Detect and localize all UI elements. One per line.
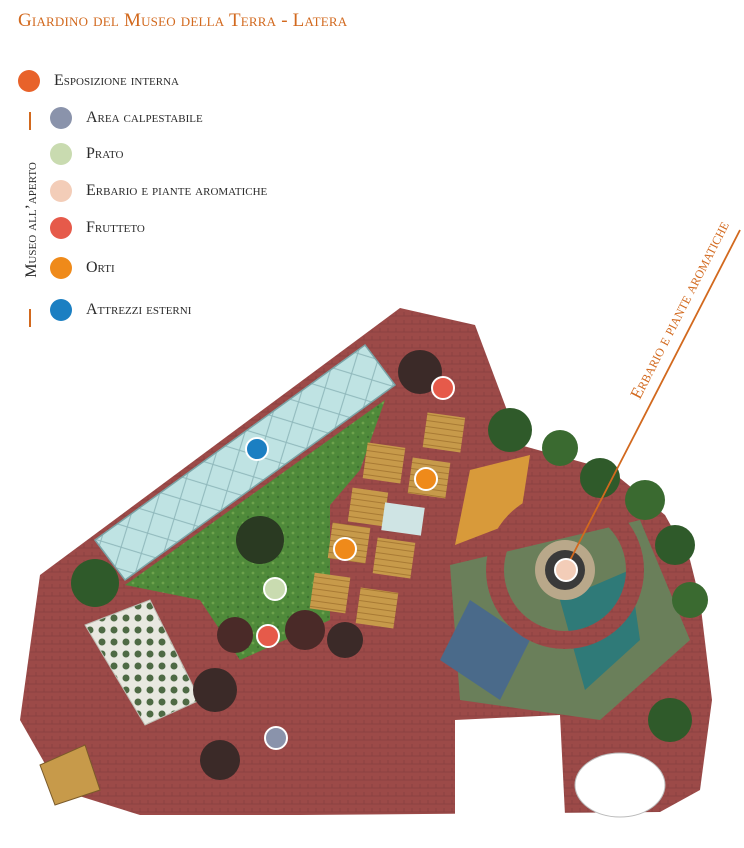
marker-prato bbox=[263, 577, 287, 601]
legend-dot bbox=[50, 180, 72, 202]
legend-dot bbox=[50, 217, 72, 239]
legend-item-erbario: Erbario e piante aromatiche bbox=[50, 179, 267, 203]
legend-label: Esposizione interna bbox=[54, 72, 179, 89]
legend-item-esposizione-interna: Esposizione interna bbox=[18, 69, 179, 93]
bracket-line-bottom bbox=[29, 309, 31, 327]
courtyard bbox=[455, 715, 565, 815]
outdoor-museum-bracket: Museo all’aperto bbox=[14, 112, 50, 327]
legend-dot bbox=[50, 299, 72, 321]
legend-dot bbox=[50, 257, 72, 279]
legend-label: Frutteto bbox=[86, 219, 145, 236]
legend-dot bbox=[18, 70, 40, 92]
legend-label: Orti bbox=[86, 259, 115, 276]
legend-item-frutteto: Frutteto bbox=[50, 216, 145, 240]
legend-label: Prato bbox=[86, 145, 124, 162]
legend-label: Attrezzi esterni bbox=[86, 301, 192, 318]
marker-orti bbox=[333, 537, 357, 561]
marker-area-calpestabile bbox=[264, 726, 288, 750]
map-markers bbox=[245, 376, 578, 750]
greenhouse bbox=[93, 343, 397, 582]
marker-frutteto bbox=[256, 624, 280, 648]
marker-orti bbox=[414, 467, 438, 491]
legend-label: Erbario e piante aromatiche bbox=[86, 182, 268, 199]
herb-garden bbox=[440, 455, 690, 720]
legend-item-prato: Prato bbox=[50, 142, 123, 166]
legend-item-attrezzi-esterni: Attrezzi esterni bbox=[50, 298, 191, 322]
legend-dot bbox=[50, 143, 72, 165]
shed bbox=[39, 744, 101, 806]
page-title: Giardino del Museo della Terra - Latera bbox=[18, 10, 348, 31]
legend-dot bbox=[50, 107, 72, 129]
marker-attrezzi-esterni bbox=[245, 437, 269, 461]
marker-frutteto bbox=[431, 376, 455, 400]
bracket-line-top bbox=[29, 112, 31, 130]
marker-erbario bbox=[554, 558, 578, 582]
trees bbox=[71, 350, 708, 780]
legend-item-orti: Orti bbox=[50, 256, 115, 280]
legend-label: Area calpestabile bbox=[86, 109, 203, 126]
legend-item-area-calpestabile: Area calpestabile bbox=[50, 106, 203, 130]
callout-line bbox=[564, 229, 741, 571]
fountain bbox=[574, 752, 666, 818]
